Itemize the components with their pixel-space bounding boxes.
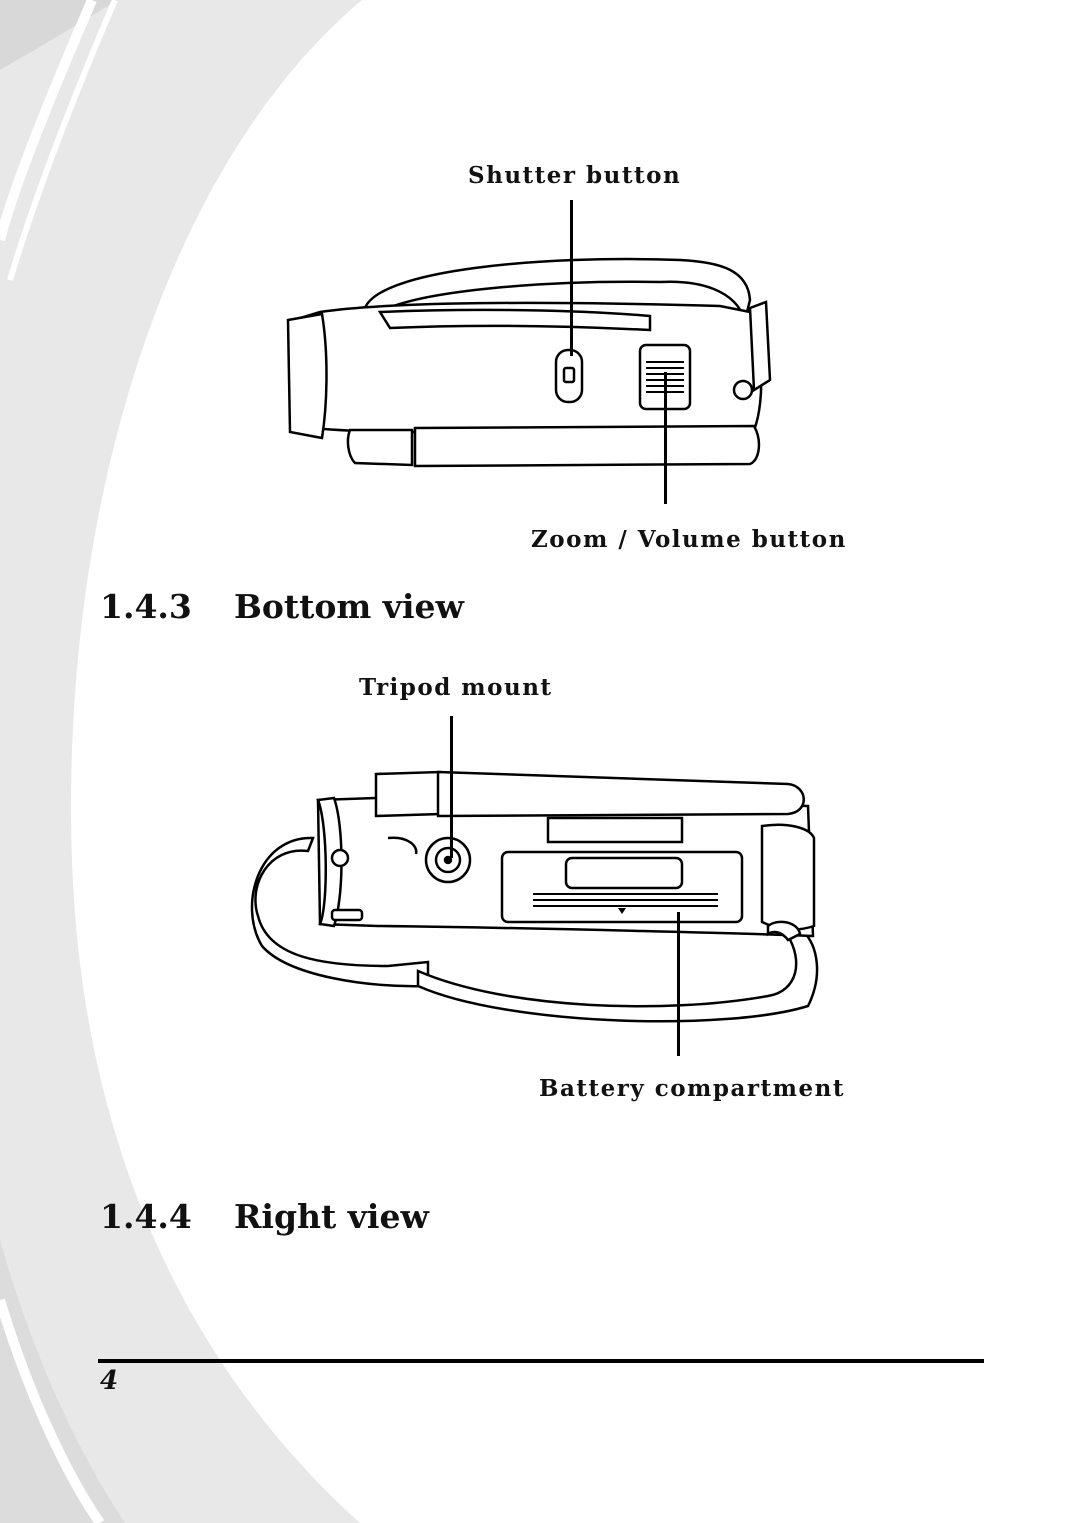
section-title: Bottom view — [234, 587, 464, 626]
zoom-leader-line — [664, 372, 667, 504]
shutter-button-callout: Shutter button — [468, 162, 682, 189]
section-heading-right-view: 1.4.4 Right view — [100, 1197, 429, 1236]
battery-leader-line — [677, 912, 680, 1056]
section-number: 1.4.3 — [100, 587, 192, 626]
tripod-leader-line — [450, 716, 453, 858]
zoom-volume-button-callout: Zoom / Volume button — [531, 526, 847, 553]
camcorder-bottom-view-illustration — [250, 770, 819, 1023]
footer-rule — [98, 1359, 984, 1363]
section-heading-bottom-view: 1.4.3 Bottom view — [100, 587, 464, 626]
section-title: Right view — [234, 1197, 429, 1236]
camcorder-top-view-illustration — [286, 257, 772, 468]
battery-compartment-callout: Battery compartment — [539, 1075, 845, 1102]
tripod-mount-callout: Tripod mount — [359, 674, 553, 701]
section-number: 1.4.4 — [100, 1197, 192, 1236]
page-number: 4 — [100, 1366, 119, 1396]
shutter-leader-line — [570, 200, 573, 356]
